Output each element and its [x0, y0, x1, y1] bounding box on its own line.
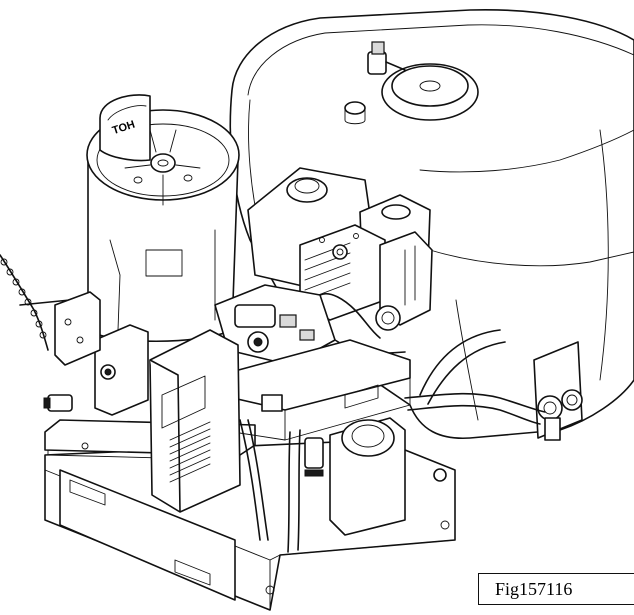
front-hose-icon: [239, 419, 269, 541]
hose-reel-chain-icon: [0, 254, 71, 351]
fuel-filter-icon: [287, 417, 447, 553]
suction-hose-icon: [404, 329, 546, 425]
figure-label: Fig157116: [478, 573, 634, 605]
burner-coil-icon: TOH: [86, 94, 240, 342]
control-box-icon: [43, 291, 241, 513]
